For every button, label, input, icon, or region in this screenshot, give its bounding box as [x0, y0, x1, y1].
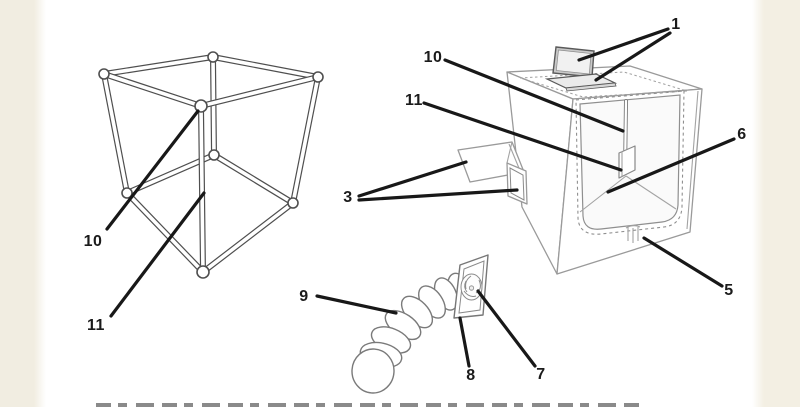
bottom-fastener — [625, 225, 641, 243]
leader-3-port — [357, 188, 519, 202]
callout-label-1: 1 — [671, 16, 681, 33]
leader-10-left — [105, 109, 200, 231]
callout-label-5: 5 — [724, 282, 734, 299]
leader-10-right — [443, 58, 625, 133]
fan-plate — [453, 254, 489, 319]
callout-label-3: 3 — [343, 189, 353, 206]
cropped-caption-marks — [96, 403, 644, 407]
frame-joint-front-top — [194, 99, 208, 113]
laptop — [544, 46, 618, 92]
frame-joint — [121, 187, 133, 199]
leader-11-left — [109, 191, 206, 318]
leader-5 — [642, 236, 724, 288]
callout-label-10-left: 10 — [83, 233, 103, 250]
callout-label-6: 6 — [737, 126, 747, 143]
leader-11-right — [422, 101, 623, 172]
frame-joint — [312, 71, 324, 83]
callout-label-8: 8 — [466, 367, 476, 384]
leader-1-base — [594, 31, 672, 82]
leader-9 — [315, 294, 398, 315]
pipe-frame-figure — [98, 51, 324, 279]
side-port-flap — [457, 141, 528, 205]
cropped-caption-strip — [96, 403, 644, 407]
leader-lines — [105, 27, 736, 368]
leader-1-screen — [577, 27, 670, 62]
callout-label-7: 7 — [536, 366, 546, 383]
leader-6 — [606, 137, 736, 194]
duct-hose-figure — [351, 272, 470, 394]
leader-7 — [476, 289, 537, 368]
callout-label-11-left: 11 — [87, 317, 105, 334]
leader-3-flap — [357, 160, 468, 198]
callout-label-11-right: 11 — [405, 92, 423, 109]
frame-joint — [196, 265, 210, 279]
frame-joint — [207, 51, 219, 63]
callout-label-9: 9 — [299, 288, 309, 305]
frame-joint — [98, 68, 110, 80]
interior-item — [618, 145, 636, 179]
frame-joint — [287, 197, 299, 209]
frame-joint — [208, 149, 220, 161]
duct-open-end — [351, 348, 395, 394]
callout-label-10-right: 10 — [423, 49, 443, 66]
leader-8 — [458, 316, 471, 368]
